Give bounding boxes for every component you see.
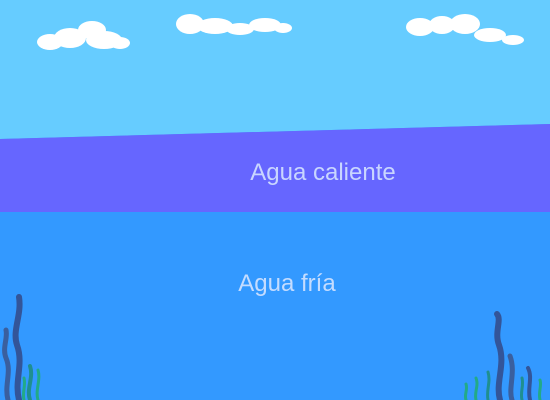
cloud-icon	[37, 21, 130, 50]
seaweed-icon	[463, 311, 543, 400]
cloud-icon	[406, 14, 524, 45]
sky	[0, 0, 550, 139]
seaweed-icon	[2, 294, 41, 400]
cloud-icon	[176, 14, 292, 35]
hot-water-layer	[0, 124, 550, 212]
